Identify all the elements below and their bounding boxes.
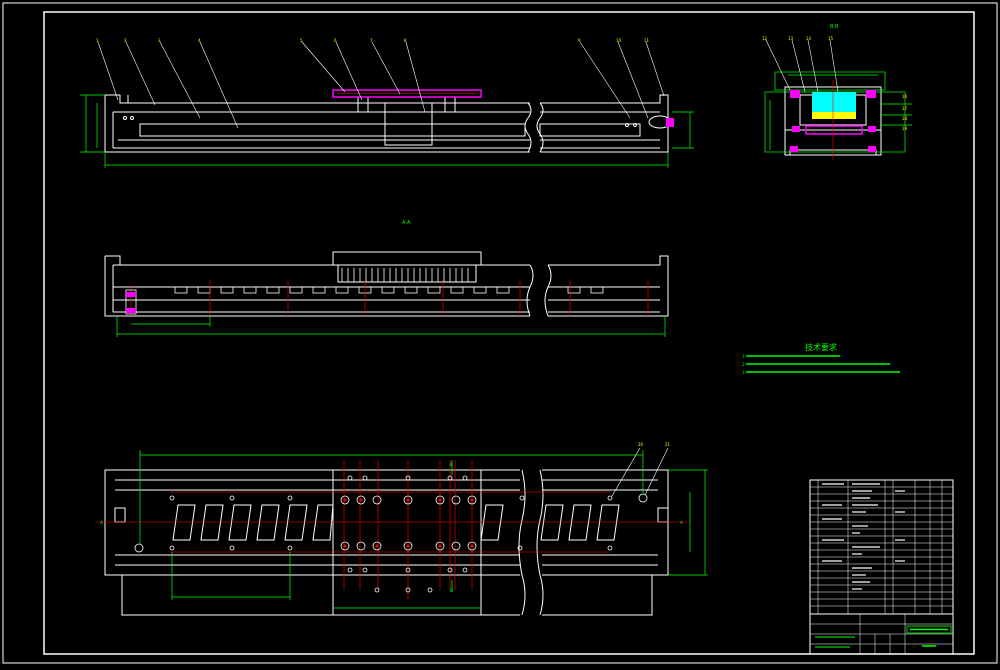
svg-text:5: 5 <box>300 38 303 43</box>
svg-text:3: 3 <box>158 38 161 43</box>
front-view: 1 2 3 4 5 6 7 8 9 10 11 <box>80 38 694 168</box>
tech-requirement-line-3: 3. <box>742 370 746 375</box>
svg-text:11: 11 <box>644 38 650 43</box>
break-line-icon <box>524 102 532 153</box>
svg-text:4: 4 <box>198 38 201 43</box>
tech-requirements-title: 技术要求 <box>805 342 837 352</box>
section-view: A-A <box>104 220 669 337</box>
svg-text:20: 20 <box>638 442 644 447</box>
svg-text:2: 2 <box>124 38 127 43</box>
top-view: A A B B 20 21 <box>95 442 708 625</box>
rack-slots <box>174 286 604 294</box>
rack-windows <box>172 504 620 541</box>
side-view: B-B <box>762 24 912 160</box>
tech-requirement-line-2: 2. <box>742 362 746 367</box>
svg-text:B: B <box>450 588 453 593</box>
svg-text:17: 17 <box>902 106 908 111</box>
section-teeth <box>341 268 469 282</box>
svg-text:10: 10 <box>616 38 622 43</box>
side-view-label: B-B <box>830 24 839 30</box>
svg-text:A: A <box>680 520 683 525</box>
svg-text:7: 7 <box>370 38 373 43</box>
balloon-icon: 1 2 3 4 5 6 7 8 9 10 11 <box>96 38 650 43</box>
drawing-frame <box>43 11 975 655</box>
side-slider <box>812 92 856 114</box>
section-view-label: A-A <box>402 220 411 226</box>
svg-text:8: 8 <box>404 38 407 43</box>
svg-text:12: 12 <box>762 36 768 41</box>
top-plate <box>332 89 482 98</box>
carriage-bolt-holes <box>340 475 477 593</box>
tech-requirement-line-1: 1. <box>742 354 746 359</box>
svg-text:15: 15 <box>828 36 834 41</box>
svg-text:16: 16 <box>902 94 908 99</box>
svg-text:21: 21 <box>665 442 671 447</box>
svg-text:18: 18 <box>902 116 908 121</box>
svg-text:19: 19 <box>902 126 908 131</box>
svg-text:13: 13 <box>788 36 794 41</box>
tech-requirements: 技术要求 1. 2. 3. <box>742 342 900 375</box>
title-block <box>809 613 954 655</box>
svg-text:6: 6 <box>334 38 337 43</box>
svg-text:A: A <box>100 520 103 525</box>
svg-text:14: 14 <box>806 36 812 41</box>
svg-text:9: 9 <box>578 38 581 43</box>
svg-text:B: B <box>450 462 453 467</box>
parts-list <box>809 479 954 615</box>
drawing-name-box <box>906 625 952 634</box>
svg-text:1: 1 <box>96 38 99 43</box>
section-arrow-icon: A A B B <box>100 462 683 593</box>
